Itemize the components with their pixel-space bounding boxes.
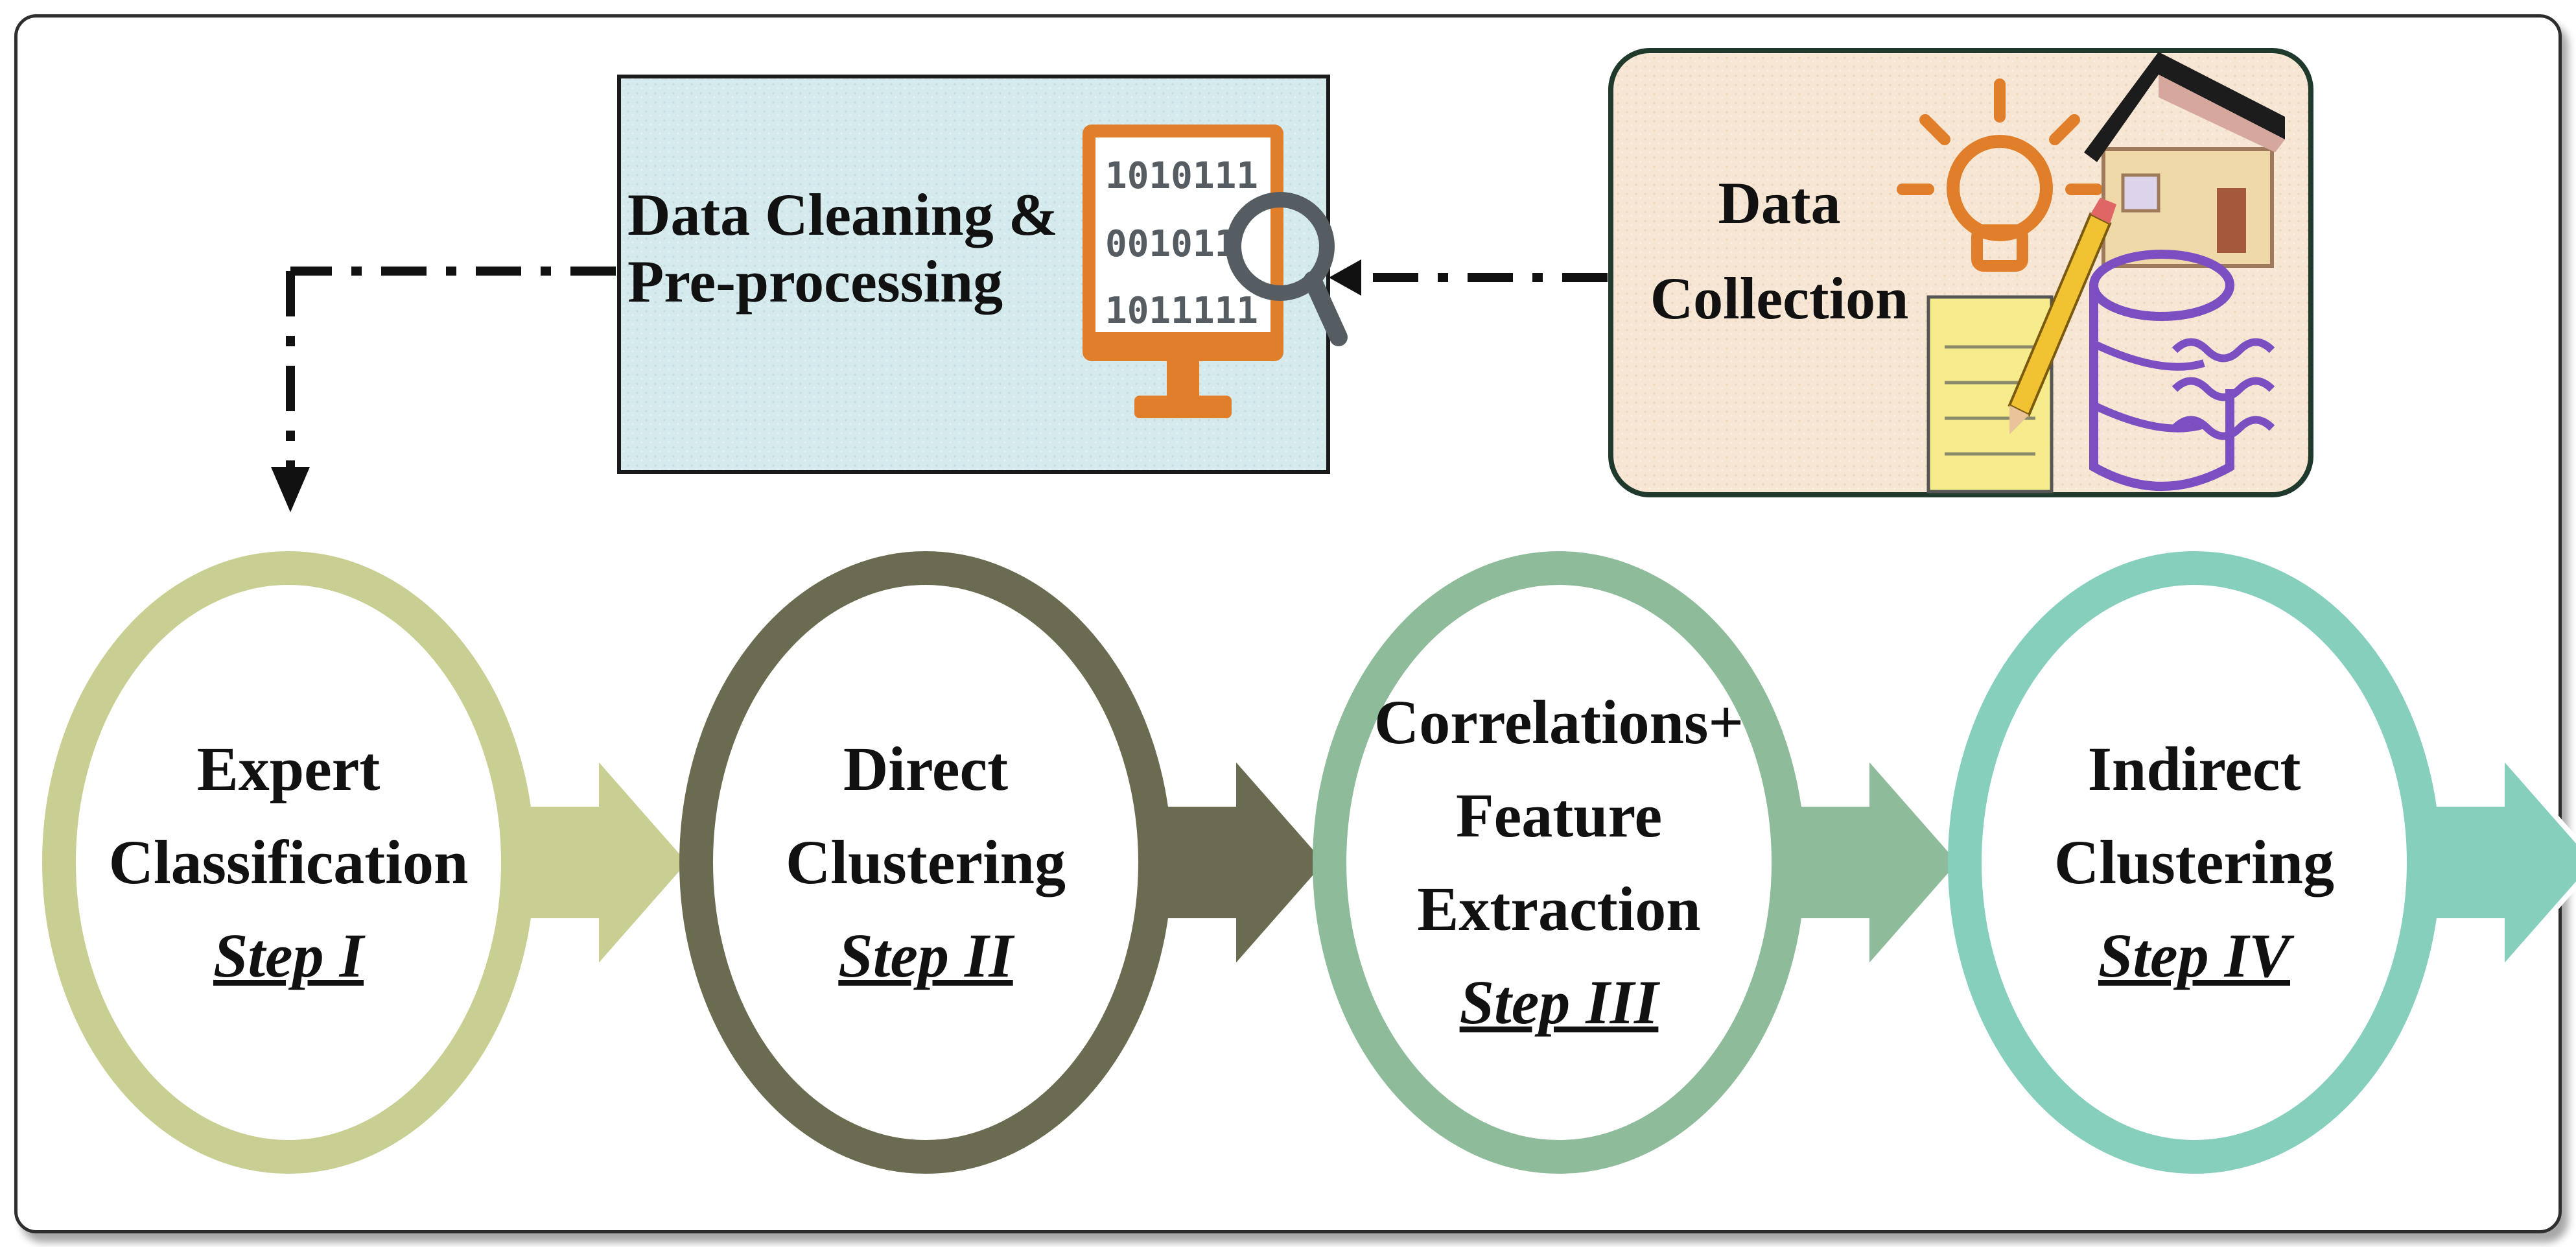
step-title-line: Direct — [843, 734, 1009, 803]
step-ring — [1313, 551, 1805, 1174]
step-ring — [679, 551, 1172, 1174]
binary-row: 1010111 — [1105, 155, 1258, 197]
data-cleaning-box: 1010111 001011 1011111 — [617, 75, 1348, 474]
step-title-line: Extraction — [1417, 874, 1701, 944]
step-title-line: Clustering — [786, 827, 1066, 897]
step-tag: Step IV — [2098, 921, 2291, 990]
step-3 — [1313, 551, 1965, 1174]
binary-row: 1011111 — [1105, 290, 1258, 332]
data-cleaning-label: Data Cleaning & Pre-processing — [627, 182, 1058, 315]
data-collection-line2: Collection — [1650, 265, 1909, 332]
data-cleaning-line1: Data Cleaning & — [627, 182, 1059, 248]
step-ring — [1948, 551, 2441, 1174]
steps-layer — [42, 551, 2576, 1174]
database-icon — [2089, 250, 2275, 491]
notepad-pencil-icon — [1926, 198, 2116, 493]
step-1 — [42, 551, 694, 1174]
data-collection-line1: Data — [1718, 170, 1841, 236]
collection-to-cleaning-arrow — [1329, 259, 1608, 296]
step-4 — [1948, 551, 2576, 1174]
data-collection-label: Data Collection — [1640, 156, 1919, 346]
step-title-line: Expert — [196, 734, 381, 803]
magnifier-icon — [1226, 192, 1348, 346]
step-arrow — [1777, 748, 1965, 977]
step-title-line: Correlations+ — [1374, 687, 1744, 757]
step-tag: Step III — [1459, 968, 1659, 1037]
lightbulb-icon — [1897, 78, 2103, 272]
house-icon — [2084, 52, 2285, 268]
step-title-line: Indirect — [2087, 734, 2301, 803]
binary-row: 001011 — [1105, 223, 1236, 265]
step-title-line: Classification — [108, 827, 469, 897]
step-title-line: Feature — [1455, 781, 1663, 850]
step-ring — [42, 551, 535, 1174]
data-cleaning-line2: Pre-processing — [627, 248, 1003, 315]
step-arrow — [1143, 748, 1331, 977]
step-title-line: Clustering — [2054, 827, 2334, 897]
data-collection-box — [1608, 48, 2313, 497]
cleaning-to-step1-arrow — [271, 267, 616, 512]
step-2 — [679, 551, 1331, 1174]
step-tag: Step II — [838, 921, 1013, 990]
step-tag: Step I — [213, 921, 364, 990]
step-arrow — [506, 748, 694, 977]
computer-monitor-magnifier-icon: 1010111 001011 1011111 — [1083, 125, 1348, 418]
